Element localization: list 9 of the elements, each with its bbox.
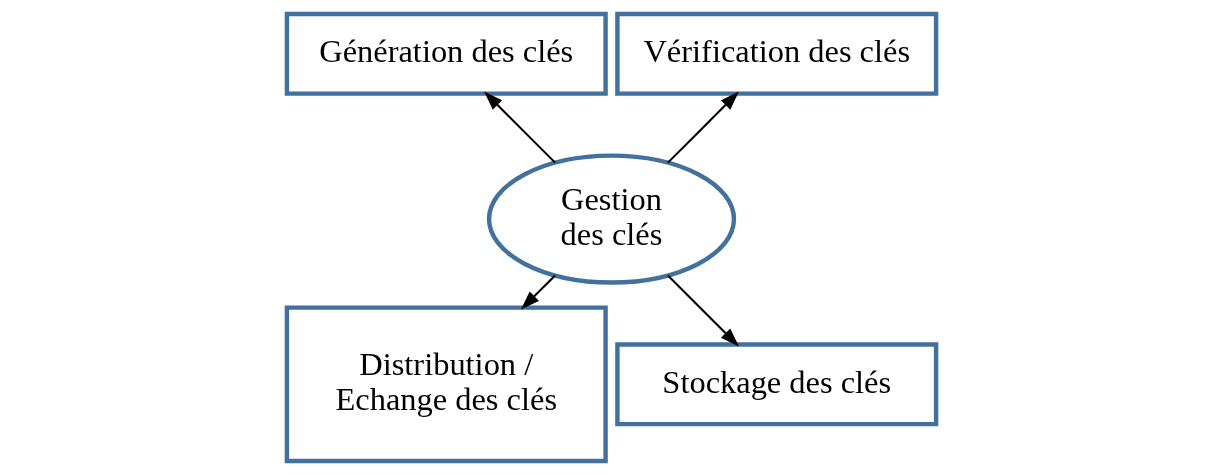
arrow xyxy=(483,91,556,164)
node-box: Génération des clés xyxy=(284,11,608,96)
arrow xyxy=(666,274,739,347)
arrow xyxy=(520,274,556,310)
node-box: Distribution / Echange des clés xyxy=(284,305,608,464)
node-ellipse: Gestion des clés xyxy=(486,153,736,285)
node-box: Vérification des clés xyxy=(614,11,938,96)
arrow xyxy=(666,91,739,164)
node-box: Stockage des clés xyxy=(614,342,938,427)
